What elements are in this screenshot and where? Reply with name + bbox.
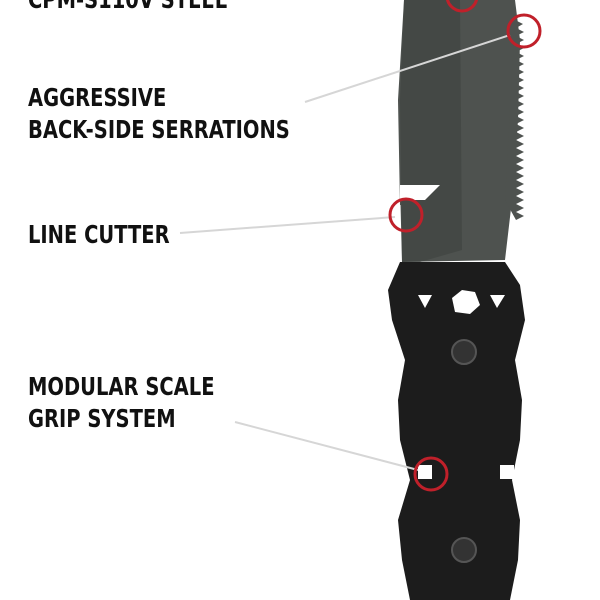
callout-steel-label: CPM-S110V STEEL [28, 0, 227, 16]
callout-serrations-line2: BACK-SIDE SERRATIONS [28, 115, 290, 144]
handle-cutouts [418, 290, 514, 479]
callout-line-cutter-label: LINE CUTTER [28, 220, 170, 249]
callout-grip-line2: GRIP SYSTEM [28, 404, 176, 433]
callout-serrations-line1: AGGRESSIVE [28, 83, 167, 112]
callout-circle-serrations [506, 13, 542, 49]
callout-grip-line1: MODULAR SCALE [28, 372, 215, 401]
line-cutter-notch [400, 185, 440, 200]
callout-circle-line-cutter [388, 197, 424, 233]
callout-circle-grip [413, 456, 449, 492]
back-serrations [505, 20, 524, 220]
callout-circle-steel [445, 0, 479, 13]
handle-screw [451, 339, 477, 365]
callout-serrations-label: AGGRESSIVE BACK-SIDE SERRATIONS [28, 82, 290, 146]
handle-screw [451, 537, 477, 563]
knife-handle [388, 262, 525, 600]
callout-grip-label: MODULAR SCALE GRIP SYSTEM [28, 371, 215, 435]
leader-lines [179, 34, 511, 471]
blade-edge-bevel [400, 0, 462, 262]
